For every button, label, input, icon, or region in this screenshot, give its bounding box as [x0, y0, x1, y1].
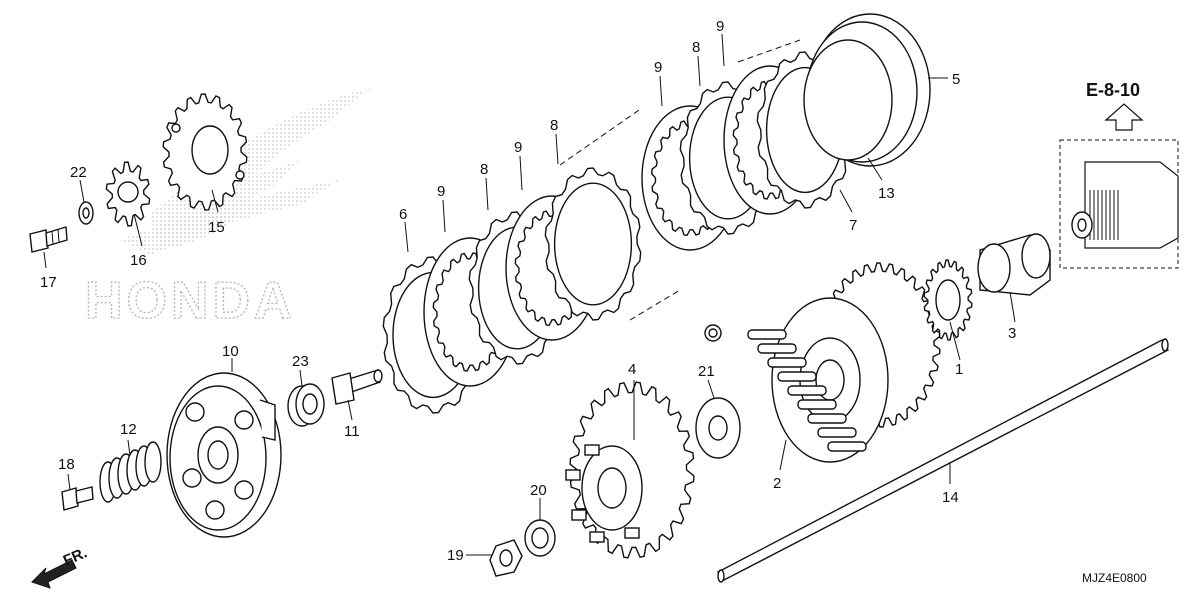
- callout-13[interactable]: 13: [878, 185, 895, 202]
- part-18-bolt: [61, 486, 94, 511]
- part-14-pushrod: [716, 338, 1169, 583]
- part-12-spring: [99, 441, 162, 503]
- part-1-gear: [923, 259, 973, 341]
- callout-5[interactable]: 5: [952, 71, 960, 88]
- callout-11[interactable]: 11: [344, 423, 360, 440]
- part-4-clutch-center: [565, 381, 695, 559]
- callout-20[interactable]: 20: [530, 482, 547, 499]
- reference-label[interactable]: E-8-10: [1086, 80, 1140, 100]
- callout-16[interactable]: 16: [130, 252, 147, 269]
- reference-arrow-icon: [1104, 103, 1144, 131]
- part-22-washer: [78, 201, 94, 225]
- reference-inset: [1059, 139, 1179, 269]
- callout-23[interactable]: 23: [292, 353, 309, 370]
- part-16-plate: [105, 161, 151, 227]
- part-20-washer: [524, 519, 556, 557]
- callout-17[interactable]: 17: [40, 274, 57, 291]
- callout-4[interactable]: 4: [628, 361, 636, 378]
- callout-2[interactable]: 2: [773, 475, 781, 492]
- callout-21[interactable]: 21: [698, 363, 715, 380]
- drawing-code: MJZ4E0800: [1082, 571, 1147, 585]
- part-17-bolt: [29, 226, 68, 253]
- callout-12[interactable]: 12: [120, 421, 137, 438]
- front-arrow-icon: [31, 559, 77, 589]
- callout-9b[interactable]: 9: [514, 139, 522, 156]
- callout-8a[interactable]: 8: [480, 161, 488, 178]
- part-3-collar: [977, 233, 1051, 296]
- callout-3[interactable]: 3: [1008, 325, 1016, 342]
- part-15-sprocket: [162, 93, 248, 211]
- callout-8b[interactable]: 8: [550, 117, 558, 134]
- callout-19[interactable]: 19: [447, 547, 464, 564]
- watermark-text: HONDA: [85, 272, 296, 330]
- callout-15[interactable]: 15: [208, 219, 225, 236]
- part-2-clutch-outer: [747, 262, 941, 463]
- callout-10[interactable]: 10: [222, 343, 239, 360]
- callout-14[interactable]: 14: [942, 489, 959, 506]
- callout-7[interactable]: 7: [849, 217, 857, 234]
- front-label: FR.: [61, 544, 90, 569]
- part-21-washer: [695, 324, 741, 459]
- part-23-bearing: [287, 383, 325, 427]
- callout-1[interactable]: 1: [955, 361, 963, 378]
- part-13-seat: [803, 39, 893, 161]
- part-10-pressure-plate: [166, 372, 282, 538]
- callout-22[interactable]: 22: [70, 164, 87, 181]
- callout-8c[interactable]: 8: [692, 39, 700, 56]
- callout-layer: 1 2 3 4 5 6 7 8 8 8 9 9 9 9 10 11 12: [40, 18, 1016, 564]
- callout-18[interactable]: 18: [58, 456, 75, 473]
- callout-9d[interactable]: 9: [716, 18, 724, 35]
- part-11-lifter: [331, 369, 383, 405]
- part-19-nut: [489, 539, 523, 577]
- callout-6[interactable]: 6: [399, 206, 407, 223]
- callout-9c[interactable]: 9: [654, 59, 662, 76]
- callout-9a[interactable]: 9: [437, 183, 445, 200]
